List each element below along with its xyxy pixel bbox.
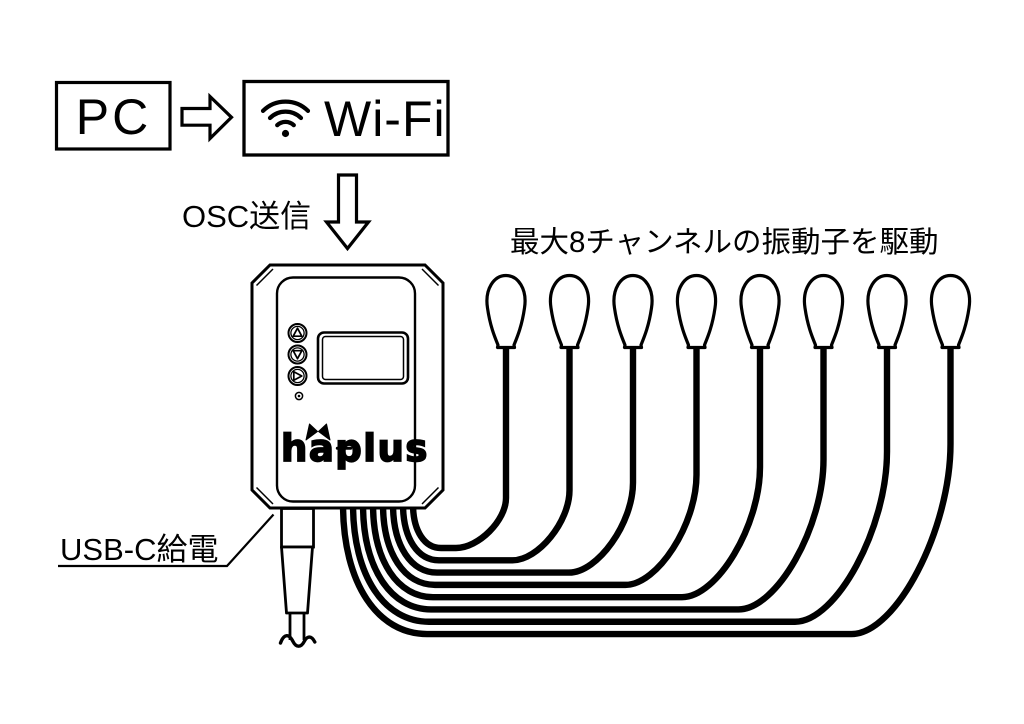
transducer-bulb <box>612 273 654 350</box>
usb-power-label: USB-C給電 <box>60 532 218 567</box>
usb-leader-line <box>58 513 275 568</box>
usb-connector <box>278 507 317 648</box>
transducer-bulbs <box>485 273 972 350</box>
wifi-icon <box>260 99 311 138</box>
cable-break-icon <box>278 634 317 648</box>
transducer-cable <box>389 348 637 576</box>
pc-box <box>54 80 172 151</box>
transducer-cable <box>339 348 954 638</box>
device-display <box>316 331 410 385</box>
flow-arrow-down-icon <box>323 173 372 252</box>
osc-send-label: OSC送信 <box>182 199 311 234</box>
button-up-icon <box>287 323 308 343</box>
transducer-bulb <box>866 273 908 350</box>
plus-icon <box>335 440 353 457</box>
transducer-bulb <box>929 273 972 350</box>
transducer-bulb <box>548 273 591 350</box>
transducer-bulb <box>739 273 781 350</box>
transducer-cable <box>399 348 573 564</box>
transducer-cables <box>339 348 954 638</box>
usb-cable <box>288 613 306 640</box>
transducer-cable <box>379 348 700 589</box>
flow-arrow-right-icon <box>180 92 234 143</box>
transducer-bulb <box>485 273 527 350</box>
transducer-cable <box>359 348 827 613</box>
status-led <box>294 391 304 401</box>
transducer-cable <box>409 348 510 552</box>
haptic-controller-device: haplus <box>250 263 445 510</box>
device-corner-bevels <box>255 268 440 505</box>
transducer-bulb <box>802 273 845 350</box>
channels-caption: 最大8チャンネルの振動子を駆動 <box>510 226 939 259</box>
haplus-logo: haplus <box>280 423 429 471</box>
haplus-logo-text: haplus <box>281 427 429 470</box>
wifi-label: Wi-Fi <box>324 91 446 147</box>
transducer-cable <box>349 348 891 625</box>
wifi-box <box>242 79 450 157</box>
pc-label: PC <box>76 89 151 145</box>
transducer-cable <box>369 348 764 601</box>
cat-ears-icon <box>305 423 331 441</box>
button-right-icon <box>287 366 308 386</box>
transducer-bulb <box>675 273 718 350</box>
button-down-icon <box>287 344 308 365</box>
